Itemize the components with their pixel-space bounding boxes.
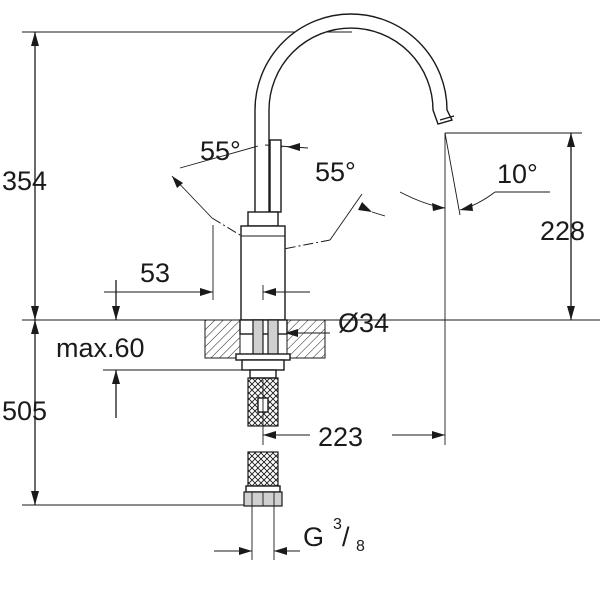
reach-dimension [262, 380, 445, 445]
max-thickness-dimension [103, 280, 250, 418]
body-depth-label: 53 [140, 258, 170, 288]
supply-hose-lower [243, 451, 283, 507]
countertop-section [204, 319, 326, 359]
reach-label: 223 [318, 422, 363, 452]
diameter-label: Ø34 [338, 308, 389, 338]
thread-dimension [214, 506, 300, 560]
thread-size-label: G [303, 522, 324, 552]
thread-slash: / [342, 522, 350, 552]
max-thickness-label: max.60 [56, 333, 145, 363]
thread-numerator: 3 [333, 516, 342, 533]
below-deck-label: 505 [2, 396, 47, 426]
height-dimension-line [22, 31, 600, 506]
total-height-label: 354 [2, 166, 47, 196]
body-depth-dimension [104, 225, 310, 300]
spout [254, 13, 455, 226]
spout-height-label: 228 [540, 216, 585, 246]
thread-denominator: 8 [356, 538, 365, 555]
faucet-body [240, 225, 286, 321]
spout-angle-label: 10° [497, 159, 538, 189]
spout-height-dimension [445, 132, 582, 320]
right-angle-label: 55° [315, 157, 356, 187]
mounting-shank [235, 319, 291, 379]
left-angle-label: 55° [200, 136, 241, 166]
spout-angle-marker [399, 132, 550, 445]
